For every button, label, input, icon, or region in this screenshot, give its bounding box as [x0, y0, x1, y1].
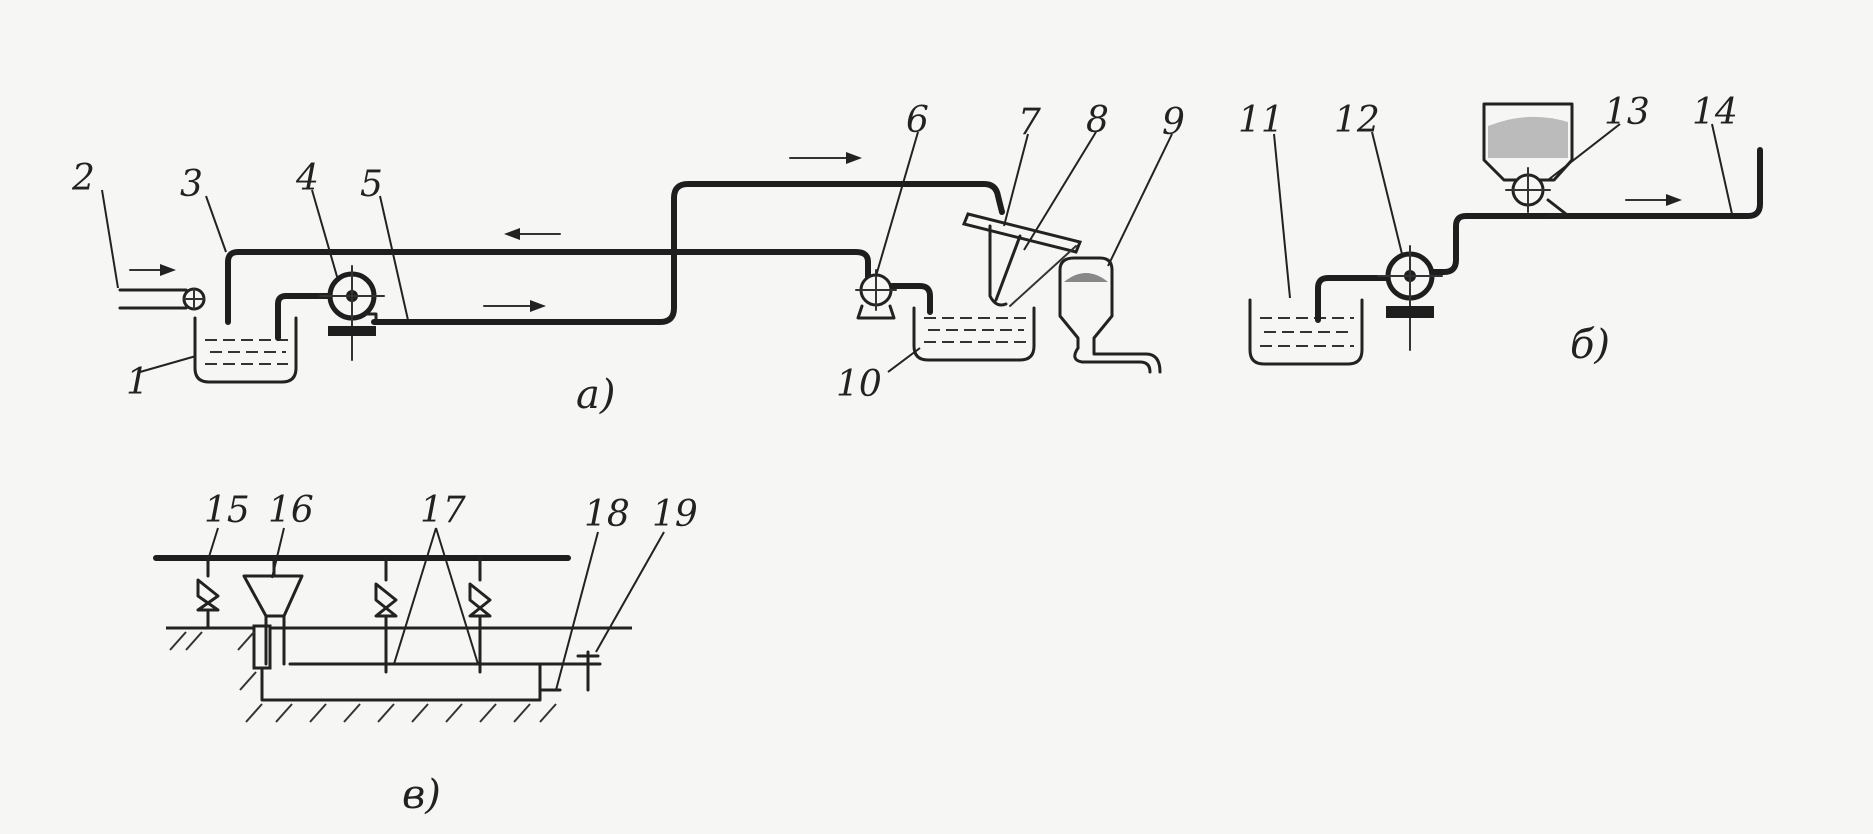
- flow-arrow-icon: [483, 300, 546, 312]
- inlet-pipe-2: [118, 287, 206, 311]
- flow-arrow-icon: [504, 228, 561, 240]
- label-9: 9: [1162, 102, 1185, 143]
- label-5: 5: [360, 164, 383, 205]
- label-10: 10: [836, 364, 882, 405]
- caption-c: в): [402, 772, 441, 818]
- panel-c: 15 16 17 18 19 в): [153, 490, 698, 818]
- tank-10: [912, 306, 1036, 362]
- ground-hatching: [169, 631, 557, 723]
- label-13: 13: [1604, 92, 1650, 133]
- label-6: 6: [906, 100, 929, 141]
- return-pipe-3: [225, 249, 885, 325]
- flow-arrow-icon: [129, 264, 176, 276]
- label-7: 7: [1018, 102, 1041, 143]
- pump-6: [855, 269, 933, 320]
- label-2: 2: [71, 158, 95, 199]
- centrifugal-pump-4: [275, 265, 385, 361]
- label-8: 8: [1086, 100, 1109, 141]
- tank-1: [193, 316, 298, 384]
- label-11: 11: [1238, 100, 1284, 141]
- label-12: 12: [1334, 100, 1380, 141]
- valve-icon: [374, 556, 398, 674]
- sprinkler-7-8: [961, 212, 1083, 307]
- funnel-16: [242, 556, 304, 666]
- label-19: 19: [652, 494, 698, 535]
- tank-11: [1248, 298, 1364, 366]
- hopper-9: [1058, 256, 1162, 374]
- valve-icon: [468, 556, 492, 674]
- trench: [260, 626, 602, 702]
- caption-b: б): [1570, 322, 1610, 368]
- pipe-14: [1429, 147, 1763, 275]
- panel-a: 2 3 4 5 6 7 8 9 1 10 а): [71, 100, 1185, 418]
- valve-icon: [196, 556, 220, 630]
- label-14: 14: [1692, 92, 1738, 133]
- label-15: 15: [204, 490, 250, 531]
- label-18: 18: [584, 494, 630, 535]
- centrifugal-pump-12: [1315, 245, 1443, 351]
- flow-arrow-icon: [789, 152, 862, 164]
- hopper-13: [1482, 102, 1574, 218]
- caption-a: а): [576, 372, 615, 418]
- pressure-pipe-5: [371, 181, 1005, 325]
- label-16: 16: [268, 490, 314, 531]
- label-3: 3: [180, 164, 203, 205]
- valve-19: [576, 650, 600, 692]
- panel-b: 11 12 13 14 б): [1238, 92, 1763, 368]
- flow-arrow-icon: [1625, 194, 1682, 206]
- label-1: 1: [126, 362, 149, 403]
- label-17: 17: [420, 490, 466, 531]
- label-4: 4: [295, 158, 319, 199]
